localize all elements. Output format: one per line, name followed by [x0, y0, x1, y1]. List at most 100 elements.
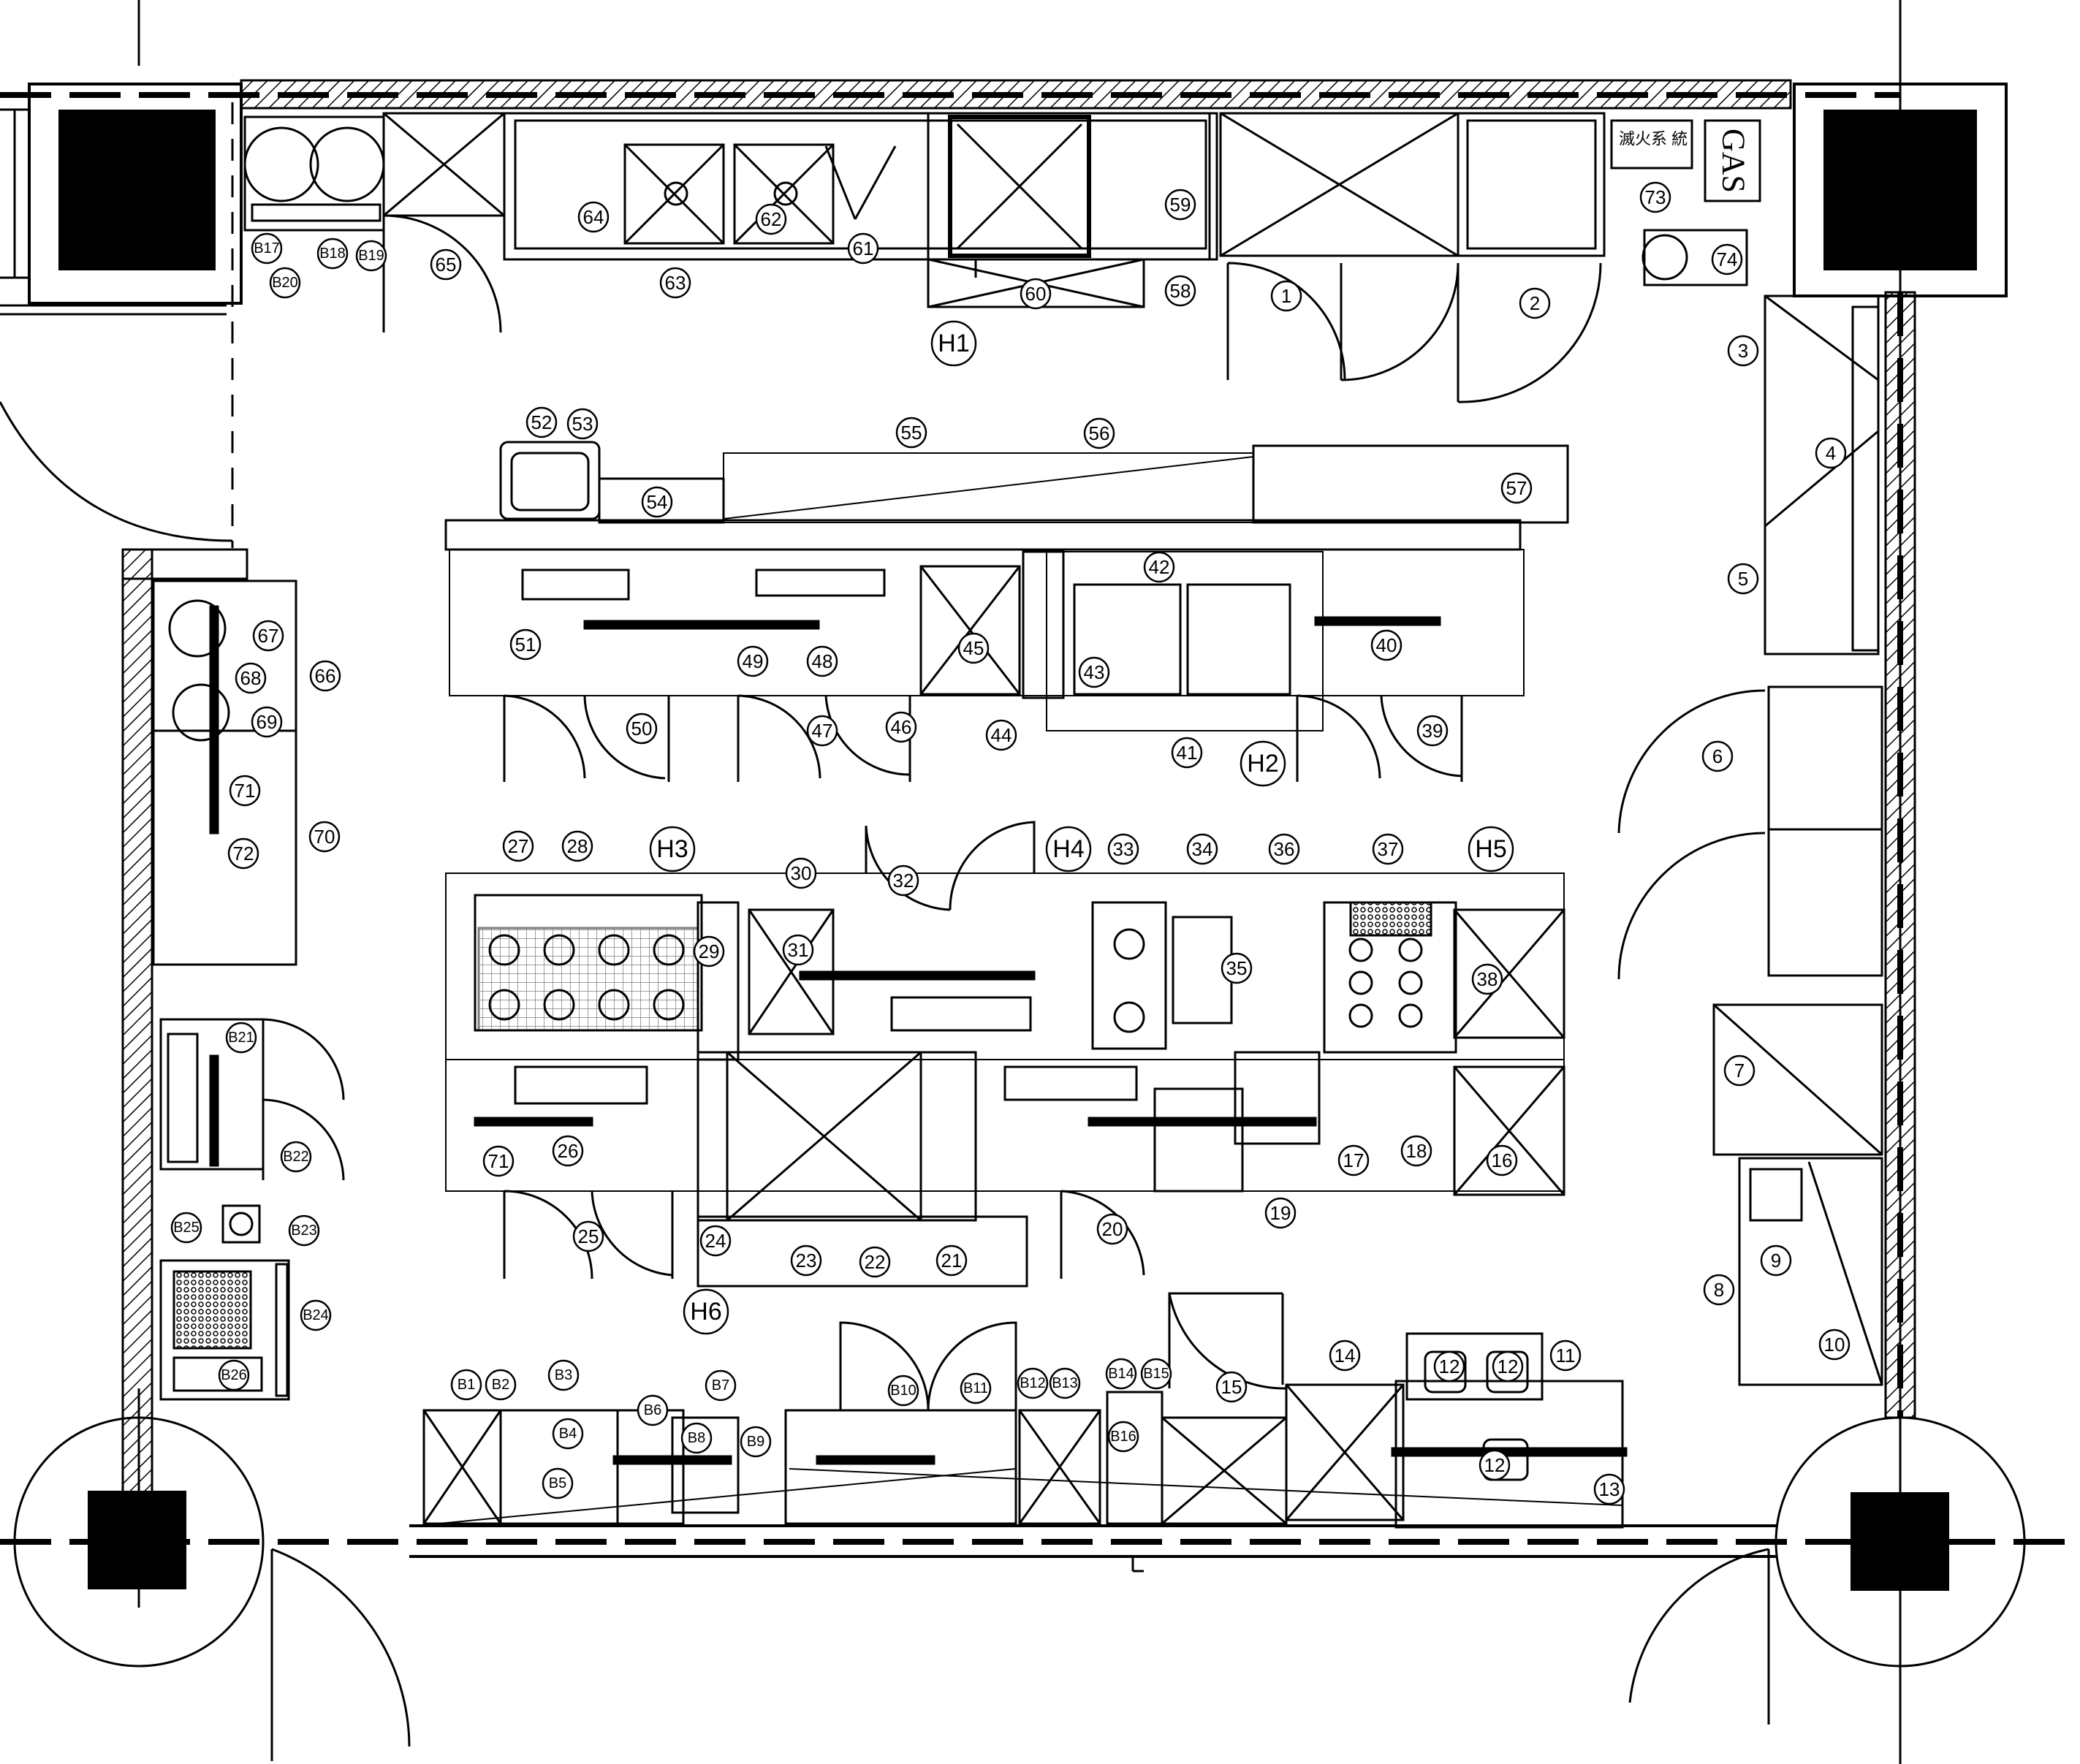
b-equipment-label-text: B8	[688, 1430, 705, 1446]
equipment-label: 70	[308, 821, 341, 853]
equipment-label: 10	[1818, 1328, 1851, 1361]
equipment-label-text: 65	[436, 254, 457, 275]
equipment-label: 41	[1171, 737, 1203, 769]
equipment-label-text: 63	[665, 272, 686, 294]
equipment-label-text: 59	[1170, 194, 1191, 216]
equipment-label: 34	[1186, 833, 1218, 865]
equipment-label-text: 43	[1084, 661, 1105, 683]
b-equipment-label: B21	[225, 1022, 257, 1054]
equipment-label-text: 25	[578, 1225, 599, 1247]
b-equipment-label-text: B6	[644, 1402, 661, 1418]
b-equipment-label: B4	[552, 1418, 584, 1450]
equipment-label-text: 50	[631, 718, 653, 740]
b-equipment-label: B6	[637, 1394, 669, 1426]
equipment-label-text: 27	[508, 835, 529, 857]
equipment-label-text: 36	[1274, 838, 1295, 860]
equipment-label: 6	[1701, 740, 1734, 772]
b-equipment-label: B9	[740, 1426, 772, 1458]
b-equipment-label: B25	[170, 1212, 202, 1244]
equipment-label-text: 37	[1378, 838, 1399, 860]
equipment-label-text: 7	[1734, 1060, 1745, 1081]
b-equipment-label: B23	[288, 1214, 320, 1247]
equipment-label-text: 5	[1738, 568, 1748, 590]
equipment-label-text: 1	[1281, 285, 1291, 307]
equipment-label: 4	[1815, 437, 1847, 469]
hood-label-text: H4	[1052, 835, 1084, 863]
fire-system-label: 滅火系 統	[1619, 130, 1688, 148]
equipment-label: 50	[626, 712, 658, 745]
equipment-label-text: 60	[1025, 283, 1047, 305]
equipment-label-text: 56	[1089, 422, 1110, 444]
b-equipment-label: B13	[1049, 1367, 1081, 1399]
b-equipment-label: B12	[1017, 1367, 1049, 1399]
equipment-label-text: 10	[1824, 1334, 1845, 1356]
equipment-label: 71	[482, 1145, 515, 1177]
column-bottom-left	[88, 1491, 186, 1589]
equipment-label-text: 19	[1270, 1202, 1291, 1224]
equipment-label: 55	[895, 417, 927, 449]
equipment-label-text: 6	[1712, 745, 1723, 767]
b-equipment-label: B24	[300, 1299, 332, 1331]
equipment-label-text: 61	[853, 237, 874, 259]
equipment-label: 2	[1519, 287, 1551, 319]
column-top-right	[1823, 110, 1977, 270]
equipment-label: 40	[1370, 629, 1403, 661]
equipment-label-text: 72	[233, 843, 254, 864]
bottom-row-equipment	[422, 1292, 1628, 1529]
equipment-label: 62	[755, 203, 787, 235]
equipment-label: 54	[641, 486, 673, 518]
b-equipment-label: B18	[316, 237, 349, 270]
b-equipment-label-text: B9	[747, 1434, 764, 1450]
equipment-label: 23	[790, 1244, 822, 1277]
equipment-label: 61	[847, 232, 879, 265]
b-equipment-label: B1	[450, 1369, 482, 1401]
b-equipment-label-text: B13	[1052, 1375, 1078, 1391]
equipment-label: 36	[1268, 833, 1300, 865]
equipment-label-text: 52	[531, 411, 553, 433]
b-equipment-label: B2	[485, 1369, 517, 1401]
equipment-label: 14	[1329, 1339, 1361, 1372]
equipment-label-text: 55	[901, 422, 922, 444]
b-equipment-label: B11	[960, 1372, 992, 1404]
equipment-label: 58	[1164, 275, 1196, 307]
b-equipment-label-text: B4	[559, 1426, 577, 1442]
left-side-equipment	[152, 579, 345, 1401]
equipment-label-text: 14	[1335, 1345, 1356, 1366]
equipment-label-text: 18	[1406, 1140, 1427, 1162]
hood-label-text: H5	[1475, 835, 1506, 863]
equipment-label: 65	[430, 248, 462, 281]
equipment-label-text: 54	[647, 491, 668, 513]
equipment-label: 59	[1164, 189, 1196, 221]
equipment-label-text: 24	[705, 1230, 726, 1252]
equipment-label-text: 12	[1498, 1356, 1519, 1377]
equipment-label: 5	[1727, 563, 1759, 595]
equipment-label-text: 73	[1645, 186, 1666, 208]
b-equipment-label-text: B7	[712, 1377, 729, 1394]
equipment-label-text: 38	[1477, 968, 1498, 990]
equipment-label-text: 31	[788, 939, 809, 961]
equipment-label-text: 11	[1556, 1345, 1576, 1366]
equipment-label: 46	[885, 711, 917, 743]
equipment-label: 25	[572, 1220, 604, 1252]
equipment-label-text: 68	[240, 667, 262, 689]
equipment-label: 63	[659, 267, 691, 299]
b-equipment-label-text: B24	[303, 1307, 329, 1323]
equipment-label: 60	[1020, 278, 1052, 310]
equipment-label: 24	[699, 1225, 732, 1257]
equipment-label-text: 67	[258, 625, 279, 647]
equipment-label-text: 30	[791, 862, 812, 884]
equipment-label-text: 2	[1530, 292, 1540, 314]
equipment-label-text: 28	[567, 835, 588, 857]
equipment-label: 30	[785, 857, 817, 889]
equipment-label-text: 13	[1599, 1478, 1620, 1500]
hood-label: H6	[683, 1288, 729, 1335]
equipment-label: 39	[1416, 715, 1449, 747]
equipment-label: 13	[1593, 1473, 1625, 1505]
b-equipment-label-text: B14	[1108, 1366, 1134, 1382]
hood-label: H5	[1468, 826, 1514, 873]
b-equipment-label-text: B15	[1143, 1366, 1169, 1382]
